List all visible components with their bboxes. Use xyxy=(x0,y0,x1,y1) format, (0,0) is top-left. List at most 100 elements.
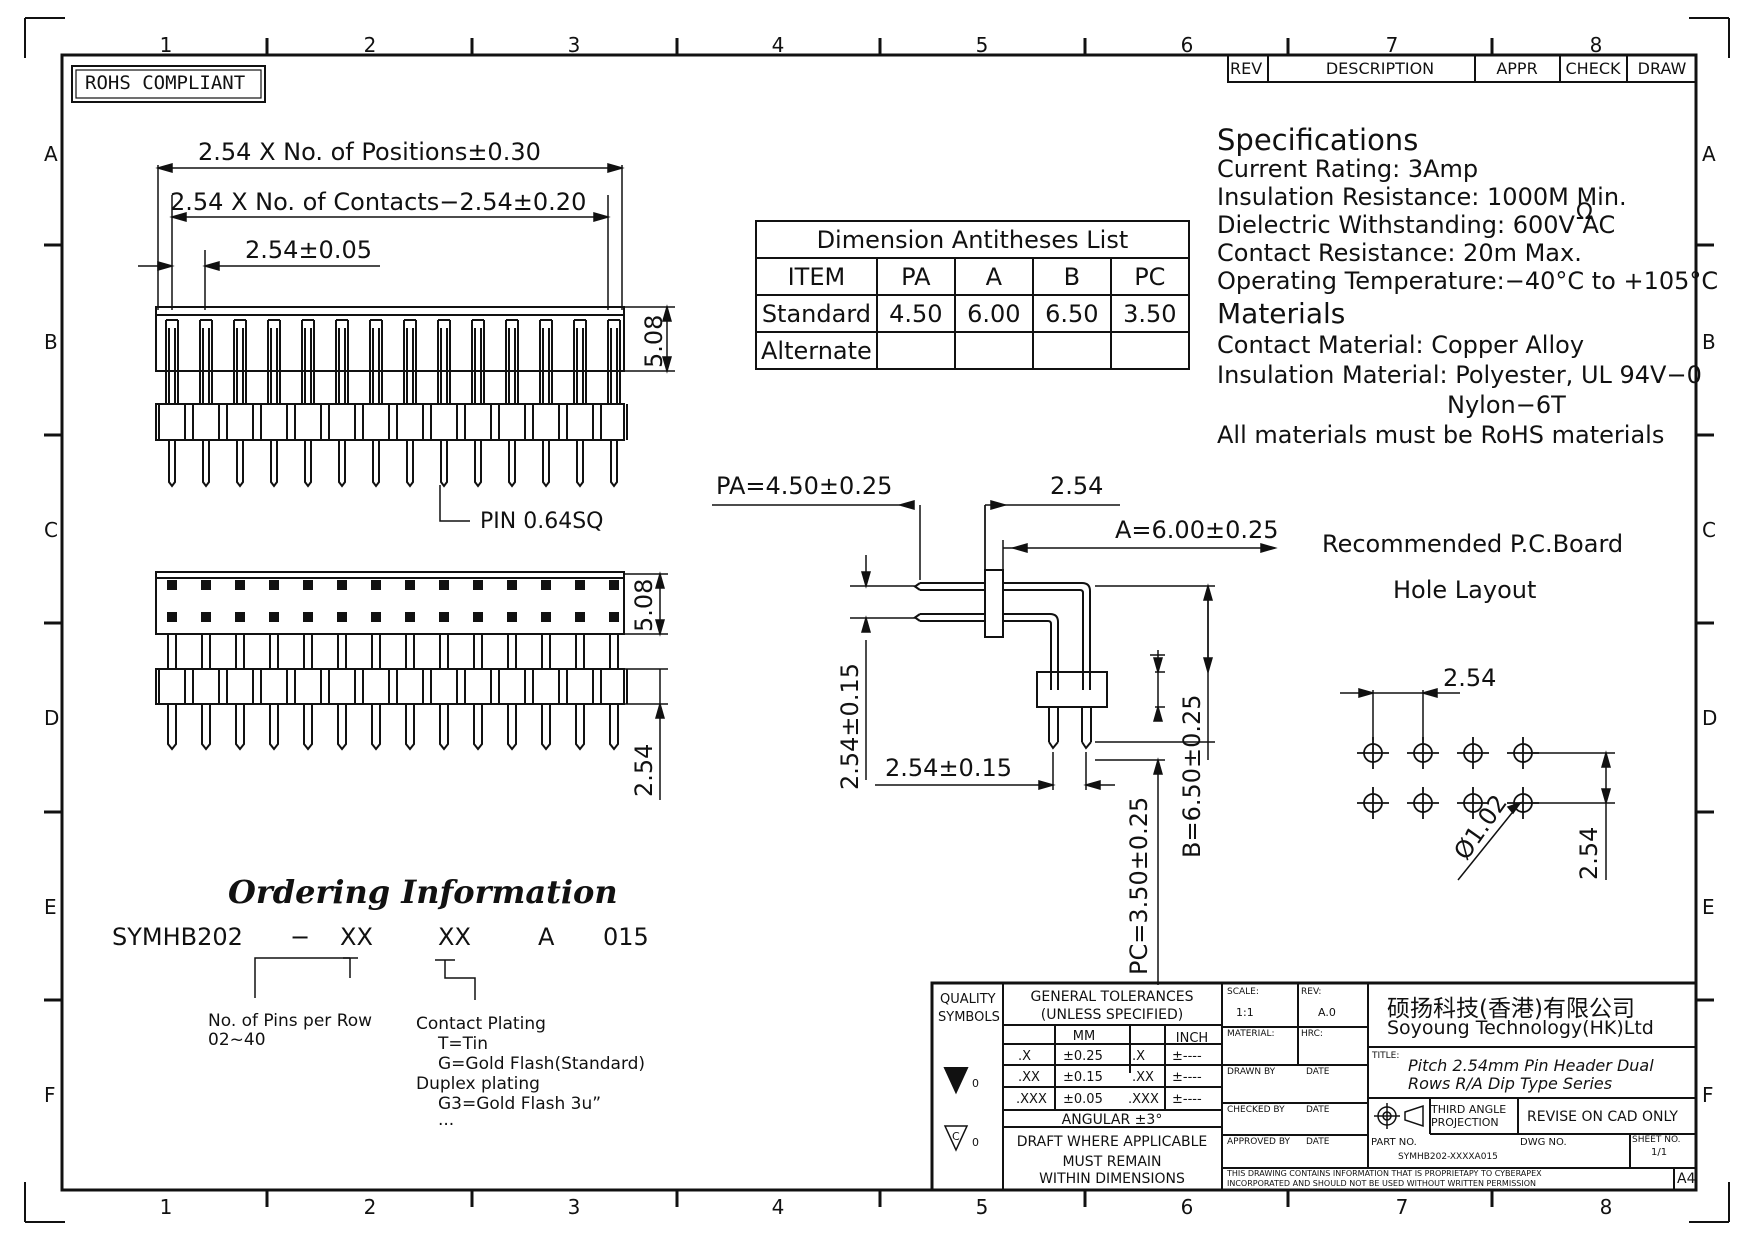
top-pin-mid xyxy=(235,634,245,669)
top-pin-mid xyxy=(201,634,211,669)
top-pin-tail xyxy=(201,704,211,751)
pcb-pitch-h: 2.54 xyxy=(1443,664,1497,692)
top-pin-square xyxy=(269,612,279,622)
top-pin-square xyxy=(201,580,211,590)
top-base-divider xyxy=(600,669,628,704)
front-pin-inner xyxy=(236,328,244,404)
top-pin-square xyxy=(507,612,517,622)
zone-ticks xyxy=(44,38,1714,1207)
spec-line: Dielectric Withstanding: 600V AC xyxy=(1217,211,1616,239)
company-en: Soyoung Technology(HK)Ltd xyxy=(1387,1017,1654,1039)
zone-letter: D xyxy=(44,706,60,730)
top-pin-square xyxy=(405,612,415,622)
top-pin-tail xyxy=(235,704,245,751)
front-pin-inner xyxy=(372,328,380,404)
material-line: All materials must be RoHS materials xyxy=(1217,421,1665,449)
top-pin-mid xyxy=(609,634,619,669)
front-pin-inner xyxy=(304,328,312,404)
top-pin-mid xyxy=(167,634,177,669)
top-pin-tail xyxy=(405,704,415,751)
front-base-divider xyxy=(600,404,628,440)
draft-line: MUST REMAIN xyxy=(1062,1154,1162,1170)
top-pin-square xyxy=(337,612,347,622)
front-pin-tail xyxy=(406,440,414,488)
front-pin-tail xyxy=(168,440,176,488)
top-base-divider xyxy=(260,669,288,704)
spec-line: Insulation Resistance: 1000M Min. xyxy=(1217,183,1627,211)
top-pin-square xyxy=(473,612,483,622)
pcb-hole-center xyxy=(1407,737,1439,769)
zone-letter: B xyxy=(44,330,58,354)
sym2-suffix: 0 xyxy=(972,1136,979,1149)
tol-cell: ±0.05 xyxy=(1063,1092,1103,1107)
ordering-leaders xyxy=(254,957,476,1000)
tol-cell: .XX xyxy=(1018,1070,1040,1085)
zone-num: 5 xyxy=(975,33,989,57)
top-dim-pitch: 2.54 xyxy=(630,743,658,797)
zone-letter: F xyxy=(1702,1083,1714,1107)
tol-cell: .XXX xyxy=(1016,1092,1047,1107)
front-pin-tail xyxy=(576,440,584,488)
materials-title: Materials xyxy=(1217,297,1346,330)
spec-line: Contact Resistance: 20m Max. xyxy=(1217,239,1582,267)
table-cell: 4.50 xyxy=(875,294,956,333)
top-base-divider xyxy=(498,669,526,704)
front-pin-upper xyxy=(539,319,553,404)
pcb-hole-center xyxy=(1457,737,1489,769)
top-pin-square xyxy=(167,612,177,622)
zone-num: 1 xyxy=(159,33,173,57)
plating-line: T=Tin xyxy=(438,1034,488,1054)
zone-letter: A xyxy=(1702,142,1716,166)
top-housing xyxy=(155,571,625,635)
top-pin-tail xyxy=(269,704,279,751)
table-cell: 3.50 xyxy=(1109,294,1190,333)
draft-line: WITHIN DIMENSIONS xyxy=(1039,1171,1185,1187)
front-base-divider xyxy=(362,404,390,440)
plating-line: Contact Plating xyxy=(416,1014,546,1034)
zone-num: 8 xyxy=(1589,33,1603,57)
top-pin-square xyxy=(575,612,585,622)
top-pin-mid xyxy=(303,634,313,669)
tol-cell: ±---- xyxy=(1172,1070,1202,1085)
table-header: PA xyxy=(875,257,956,296)
front-pin-upper xyxy=(199,319,213,404)
part-no: SYMHB202-XXXXA015 xyxy=(1398,1152,1498,1162)
pcb-title-2: Hole Layout xyxy=(1393,576,1537,604)
plating-line: ... xyxy=(438,1110,455,1130)
tol-cell: ±0.15 xyxy=(1063,1070,1103,1085)
tol-cell: ±---- xyxy=(1172,1049,1202,1064)
spec-title: Specifications xyxy=(1217,123,1419,157)
top-pin-square xyxy=(303,612,313,622)
table-header: B xyxy=(1031,257,1112,296)
sym1-suffix: 0 xyxy=(972,1077,979,1090)
zone-num: 4 xyxy=(771,1195,785,1219)
front-pin-inner xyxy=(576,328,584,404)
front-base-divider xyxy=(192,404,220,440)
top-pin-square xyxy=(575,580,585,590)
corner-marks xyxy=(24,17,1730,1223)
top-pin-tail xyxy=(473,704,483,751)
top-pin-square xyxy=(405,580,415,590)
top-pin-tail xyxy=(337,704,347,751)
top-pin-tail xyxy=(575,704,585,751)
top-view xyxy=(155,571,628,751)
front-dimensions xyxy=(138,163,675,522)
top-base-divider xyxy=(566,669,594,704)
omega-symbol: Ω xyxy=(1576,200,1593,225)
table-cell: Alternate xyxy=(755,331,878,370)
tol-cell: .X xyxy=(1132,1049,1146,1064)
front-base-divider xyxy=(396,404,424,440)
top-pin-square xyxy=(439,580,449,590)
top-pin-mid xyxy=(473,634,483,669)
top-pin-mid xyxy=(337,634,347,669)
top-pin-mid xyxy=(541,634,551,669)
front-base-divider xyxy=(294,404,322,440)
pcb-hole-layout xyxy=(1357,737,1539,819)
order-code-dash: − xyxy=(290,923,311,951)
front-pin-inner xyxy=(508,328,516,404)
top-pin-square xyxy=(269,580,279,590)
table-cell: 6.50 xyxy=(1031,294,1112,333)
title-label: TITLE: xyxy=(1372,1051,1400,1061)
top-pin-tail xyxy=(371,704,381,751)
